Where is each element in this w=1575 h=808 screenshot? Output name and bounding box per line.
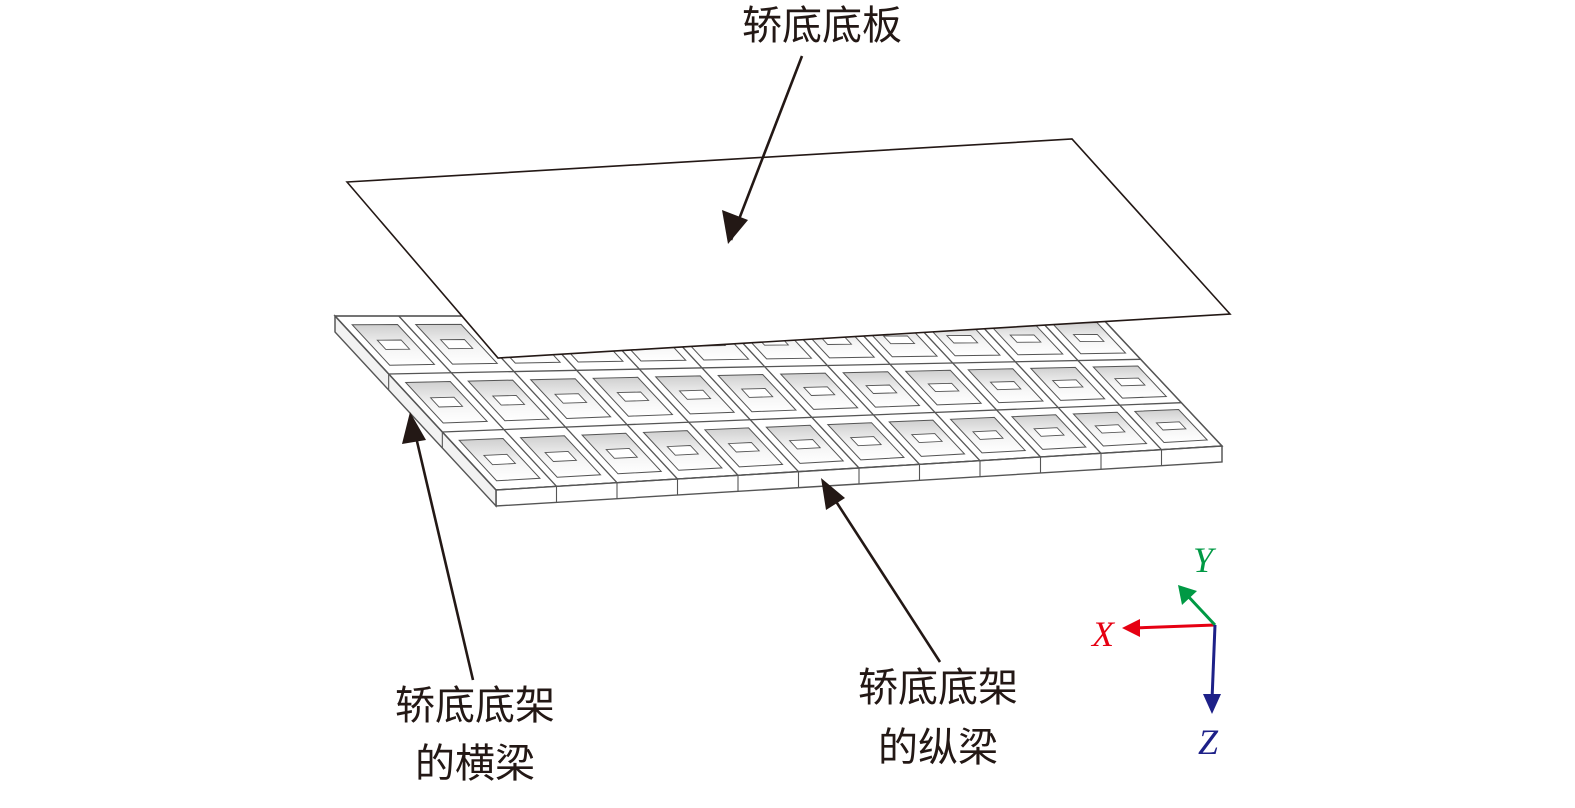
axis-triad [1122, 585, 1221, 714]
frame-cell-slot [553, 393, 588, 404]
frame-cell-slot [945, 334, 979, 344]
longitudinal-beam [780, 315, 920, 465]
frame-cell-slot [491, 394, 526, 406]
frame-cell-slot [740, 388, 774, 398]
frame-cell-slot [788, 439, 822, 450]
cross-beam-label-line1: 轿底底架 [395, 683, 555, 729]
frame-cell-slot [1033, 427, 1065, 437]
frame-cell-slot [1072, 333, 1105, 343]
x-axis-arrowhead [1122, 619, 1140, 637]
floor-plate-arrowhead [722, 210, 748, 244]
cross-beam [388, 358, 1141, 375]
frame-cell-slot [1051, 379, 1084, 389]
longitudinal-beam [398, 315, 557, 487]
y-axis-label: Y [1192, 540, 1214, 580]
frame-cell-slot [605, 447, 639, 459]
cross-beam-label-line2: 的横梁 [415, 741, 535, 787]
cross-beam-arrowhead [402, 412, 426, 444]
y-axis-arrow [1184, 592, 1217, 627]
longitudinal-beam [1035, 315, 1162, 451]
frame-cell-slot [1009, 334, 1042, 343]
frame-cell-slot [927, 382, 960, 393]
cross-beam [495, 445, 1223, 491]
z-axis-arrow [1210, 624, 1217, 701]
longitudinal-beam-arrowhead [821, 478, 845, 510]
frame-cell-slot [1155, 421, 1187, 431]
frame-cell-slot [1094, 424, 1126, 434]
floor-plate-label: 轿底底板 [742, 3, 902, 49]
frame-cell-slot [989, 381, 1022, 391]
z-axis-label: Z [1197, 722, 1219, 762]
frame-cell-slot [666, 445, 700, 456]
frame-cell-slot [439, 339, 474, 350]
y-axis-arrowhead [1178, 585, 1197, 605]
frame-cell-slot [849, 436, 883, 447]
cross-beam [442, 402, 1182, 433]
frame-cell-slot [429, 396, 464, 408]
cross-beam-arrow [410, 419, 475, 681]
frame-cell-slot [1113, 377, 1146, 387]
longitudinal-beam [334, 315, 497, 491]
frame-cell-slot [802, 386, 836, 396]
longitudinal-beam-label-line1: 轿底底架 [858, 665, 1018, 711]
floor-plate-arrow [729, 55, 804, 241]
callout-arrows [402, 55, 942, 681]
car-floor-plate [345, 138, 1232, 359]
longitudinal-beam [972, 315, 1102, 454]
longitudinal-beam-arrow [824, 485, 942, 663]
x-axis-arrow [1133, 623, 1216, 630]
frame-cell-slot [376, 339, 411, 350]
longitudinal-beam [844, 315, 981, 462]
longitudinal-beam [1099, 315, 1223, 447]
frame-cell-slot [972, 430, 1004, 440]
frame-cell-slot [727, 442, 761, 453]
frame-cell-slot [544, 450, 578, 462]
frame-cell-slot [865, 384, 898, 394]
longitudinal-beam-label-line2: 的纵梁 [878, 725, 998, 771]
x-axis-label: X [1092, 614, 1114, 654]
frame-cell-slot [910, 433, 944, 444]
car-floor-frame [333, 314, 1224, 508]
frame-cell-slot [882, 335, 916, 345]
frame-cell-slot [616, 391, 650, 402]
frame-cell-slot [482, 453, 517, 466]
frame-cell-slot [678, 389, 712, 400]
z-axis-arrowhead [1203, 694, 1221, 714]
longitudinal-beam [908, 315, 1041, 458]
